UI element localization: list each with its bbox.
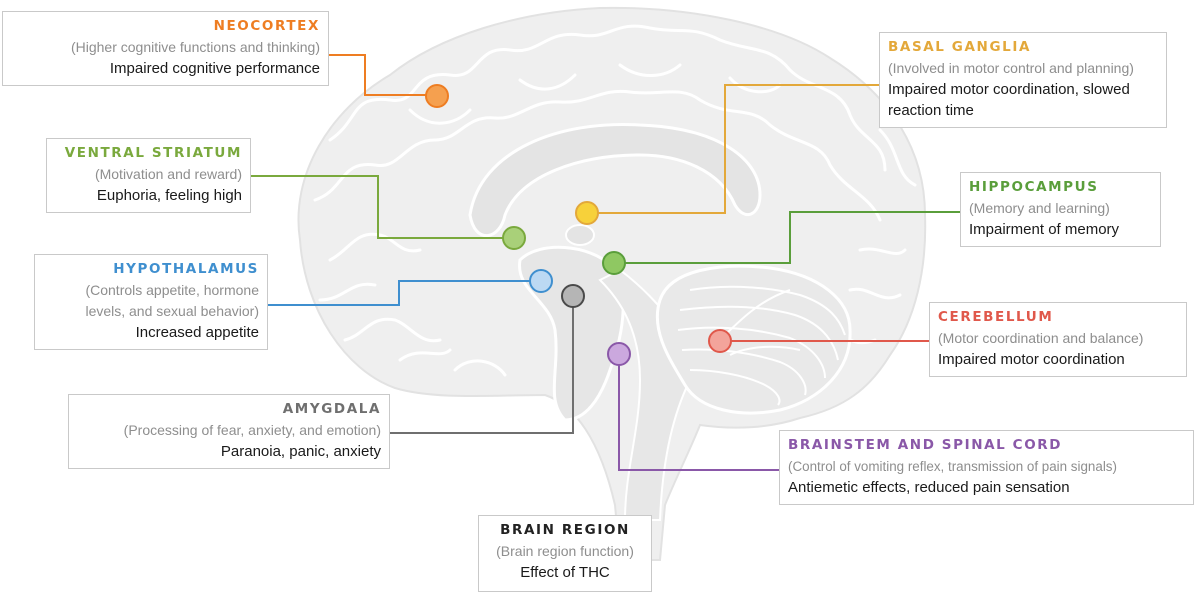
neocortex-marker[interactable]: [426, 85, 448, 107]
brainstem-label-box: BRAINSTEM AND SPINAL CORD (Control of vo…: [779, 430, 1194, 505]
hypothalamus-function-line1: (Controls appetite, hormone: [43, 280, 259, 301]
ventral-striatum-function: (Motivation and reward): [55, 164, 242, 185]
cerebellum-function: (Motor coordination and balance): [938, 328, 1178, 349]
brainstem-marker[interactable]: [608, 343, 630, 365]
ventral-striatum-label-box: VENTRAL STRIATUM (Motivation and reward)…: [46, 138, 251, 213]
brainstem-function: (Control of vomiting reflex, transmissio…: [788, 456, 1185, 477]
amygdala-effect: Paranoia, panic, anxiety: [77, 441, 381, 462]
amygdala-function: (Processing of fear, anxiety, and emotio…: [77, 420, 381, 441]
neocortex-effect: Impaired cognitive performance: [11, 58, 320, 79]
basal-ganglia-marker[interactable]: [576, 202, 598, 224]
cerebellum-label-box: CEREBELLUM (Motor coordination and balan…: [929, 302, 1187, 377]
amygdala-marker[interactable]: [562, 285, 584, 307]
neocortex-label-box: NEOCORTEX (Higher cognitive functions an…: [2, 11, 329, 86]
legend-function: (Brain region function): [487, 541, 643, 562]
legend-title: BRAIN REGION: [487, 520, 643, 541]
hippocampus-title: HIPPOCAMPUS: [969, 177, 1152, 198]
neocortex-title: NEOCORTEX: [11, 16, 320, 37]
hypothalamus-effect: Increased appetite: [43, 322, 259, 343]
basal-ganglia-effect-line2: reaction time: [888, 100, 1158, 121]
hypothalamus-title: HYPOTHALAMUS: [43, 259, 259, 280]
hypothalamus-marker[interactable]: [530, 270, 552, 292]
hippocampus-function: (Memory and learning): [969, 198, 1152, 219]
hippocampus-label-box: HIPPOCAMPUS (Memory and learning) Impair…: [960, 172, 1161, 247]
cerebellum-title: CEREBELLUM: [938, 307, 1178, 328]
legend-effect: Effect of THC: [487, 562, 643, 583]
neocortex-function: (Higher cognitive functions and thinking…: [11, 37, 320, 58]
cerebellum-effect: Impaired motor coordination: [938, 349, 1178, 370]
legend-box: BRAIN REGION (Brain region function) Eff…: [478, 515, 652, 592]
basal-ganglia-label-box: BASAL GANGLIA (Involved in motor control…: [879, 32, 1167, 128]
basal-ganglia-title: BASAL GANGLIA: [888, 37, 1158, 58]
basal-ganglia-function: (Involved in motor control and planning): [888, 58, 1158, 79]
ventral-striatum-effect: Euphoria, feeling high: [55, 185, 242, 206]
hippocampus-effect: Impairment of memory: [969, 219, 1152, 240]
hypothalamus-function-line2: levels, and sexual behavior): [43, 301, 259, 322]
cerebellum-marker[interactable]: [709, 330, 731, 352]
amygdala-label-box: AMYGDALA (Processing of fear, anxiety, a…: [68, 394, 390, 469]
basal-ganglia-effect-line1: Impaired motor coordination, slowed: [888, 79, 1158, 100]
hippocampus-marker[interactable]: [603, 252, 625, 274]
hypothalamus-label-box: HYPOTHALAMUS (Controls appetite, hormone…: [34, 254, 268, 350]
ventral-striatum-title: VENTRAL STRIATUM: [55, 143, 242, 164]
amygdala-title: AMYGDALA: [77, 399, 381, 420]
brainstem-title: BRAINSTEM AND SPINAL CORD: [788, 435, 1185, 456]
ventral-striatum-marker[interactable]: [503, 227, 525, 249]
brainstem-effect: Antiemetic effects, reduced pain sensati…: [788, 477, 1185, 498]
